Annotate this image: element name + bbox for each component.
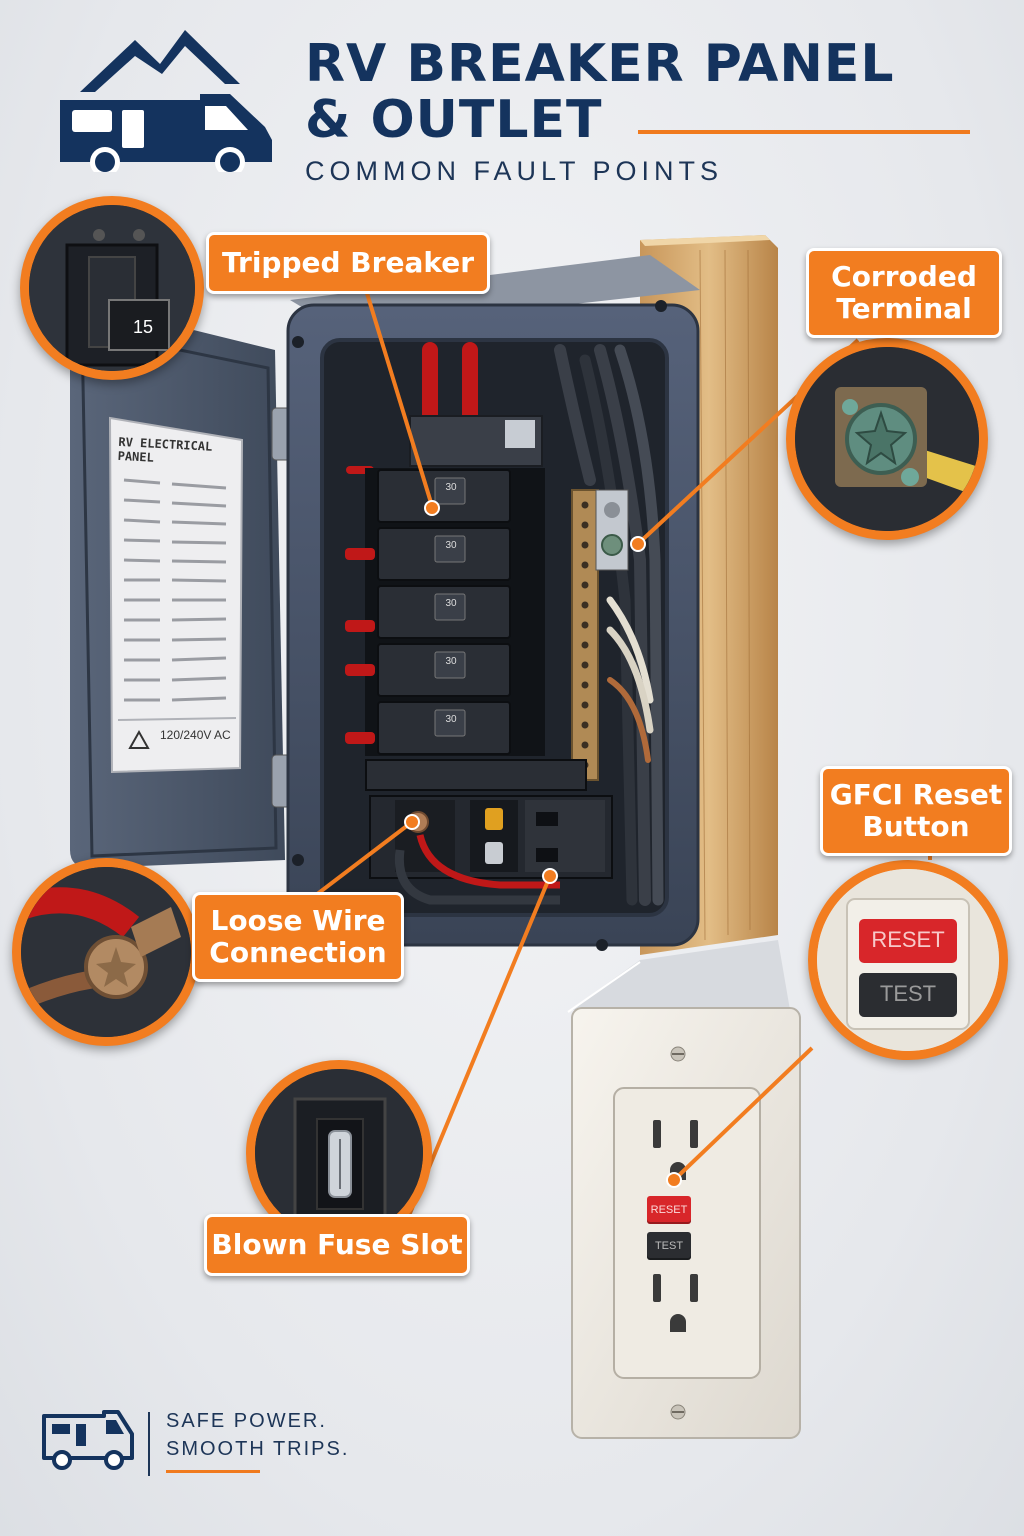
callout-blown-fuse: Blown Fuse Slot	[204, 1214, 470, 1276]
callout-corroded-line1: Corroded	[831, 260, 977, 293]
loose-wire-detail-icon	[21, 867, 191, 1037]
zoom-gfci-button: RESET TEST	[808, 860, 1008, 1060]
footer-divider	[148, 1412, 150, 1476]
zoom-test-label: TEST	[879, 981, 937, 1006]
callout-corroded-line2: Terminal	[836, 292, 972, 325]
callout-loose-line2: Connection	[209, 936, 387, 969]
warning-triangle-icon	[128, 729, 150, 749]
breaker-row	[377, 469, 511, 755]
breaker-rating-3: 30	[445, 598, 457, 609]
blown-fuse-detail-icon	[255, 1069, 423, 1237]
rv-footer-icon	[42, 1410, 134, 1470]
callout-tripped-breaker: Tripped Breaker	[206, 232, 490, 294]
tagline-line1: SAFE POWER.	[166, 1410, 327, 1432]
zoom-tripped-breaker: 15	[20, 196, 204, 380]
zoom-breaker-rating: 15	[133, 317, 154, 337]
footer-logo	[40, 1408, 136, 1470]
outlet-test-button[interactable]: TEST	[647, 1232, 691, 1260]
callout-corroded-terminal: Corroded Terminal	[806, 248, 1002, 338]
breaker-rating-5: 30	[445, 714, 457, 725]
callout-loose-line1: Loose Wire	[210, 904, 386, 937]
brand-logo	[50, 22, 280, 177]
corroded-terminal-detail-icon	[795, 347, 979, 531]
callout-gfci-line1: GFCI Reset	[829, 778, 1003, 811]
page-title-line1: RV BREAKER PANEL	[305, 34, 895, 94]
outlet-reset-button[interactable]: RESET	[647, 1196, 691, 1224]
callout-loose-wire: Loose Wire Connection	[192, 892, 404, 982]
tagline-underline	[166, 1470, 260, 1473]
tagline-line2: SMOOTH TRIPS.	[166, 1438, 350, 1460]
door-label-voltage: 120/240V AC	[160, 728, 231, 742]
breaker-rating-1: 30	[445, 482, 457, 493]
page-subtitle: COMMON FAULT POINTS	[305, 156, 724, 186]
callout-gfci-reset: GFCI Reset Button	[820, 766, 1012, 856]
zoom-corroded-terminal	[786, 338, 988, 540]
breaker-rating-2: 30	[445, 540, 457, 551]
rv-mountain-logo-icon	[60, 30, 272, 177]
page-title-line2: & OUTLET	[305, 90, 603, 150]
title-underline	[638, 130, 970, 134]
breaker-rating-4: 30	[445, 656, 457, 667]
tripped-breaker-detail-icon	[29, 205, 195, 371]
gfci-detail-icon	[817, 869, 999, 1051]
zoom-loose-wire	[12, 858, 200, 1046]
zoom-reset-label: RESET	[871, 927, 945, 952]
callout-gfci-line2: Button	[862, 810, 970, 843]
